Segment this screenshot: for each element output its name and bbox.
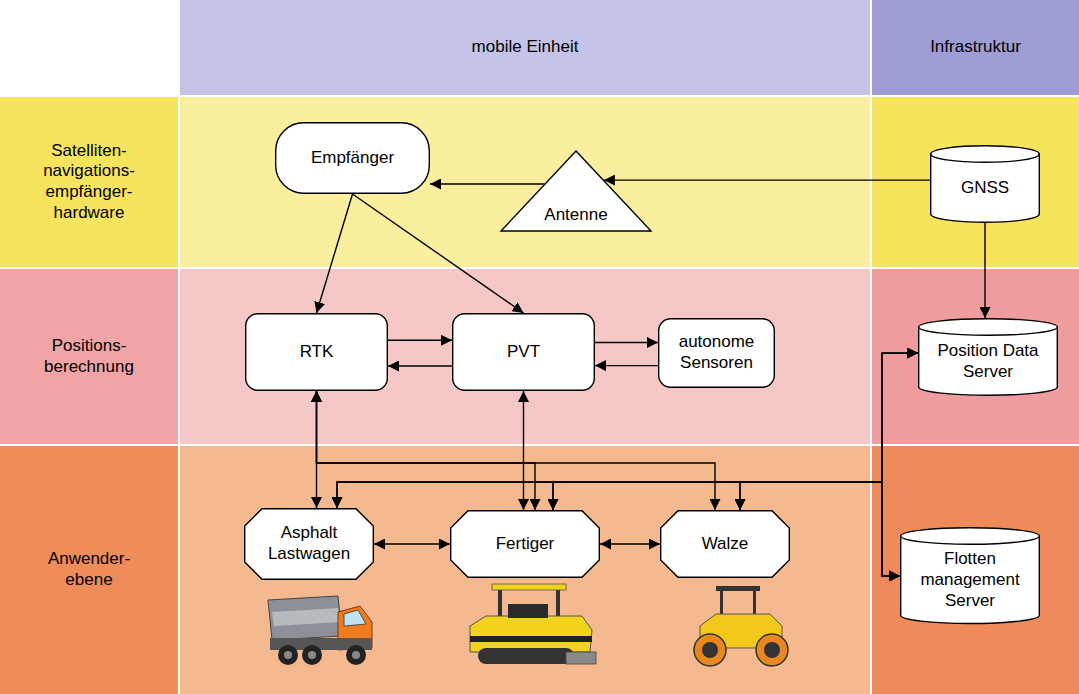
text-holder: mobile Einheit	[180, 0, 870, 95]
row-ground	[180, 446, 870, 694]
connector-arrow	[523, 391, 524, 510]
text-holder: Position Data Server	[918, 318, 1058, 396]
row-band: Positions- berechnung RTK PVT autonome Sens…	[0, 269, 1079, 444]
row-ground	[872, 97, 1079, 267]
connector-arrow	[317, 391, 536, 510]
receiver-box: Empfänger	[275, 122, 430, 194]
node-label: Asphalt Lastwagen	[258, 523, 360, 564]
roller-picture	[694, 586, 788, 666]
text-holder: Positions- berechnung	[0, 269, 178, 444]
server-cylinder: Flotten management Server	[900, 527, 1040, 624]
node-label: Walze	[702, 534, 749, 555]
text-holder: PVT	[452, 313, 595, 391]
text-holder: Anwender- ebene	[0, 446, 178, 694]
row-label: Satelliten- navigations- empfänger- hard…	[33, 141, 145, 224]
connector-arrow	[317, 194, 353, 313]
row-label-ground	[0, 269, 178, 444]
connector-arrow	[595, 365, 658, 366]
row-label-ground	[0, 97, 178, 267]
server-cylinder: GNSS	[930, 145, 1040, 223]
antenna-triangle: Antenne	[500, 150, 652, 232]
vehicle-octagon: Asphalt Lastwagen	[244, 508, 374, 580]
connector-arrow	[388, 340, 452, 341]
node-label: Position Data Server	[928, 341, 1048, 382]
node-label: Antenne	[544, 205, 607, 226]
node-label: autonome Sensoren	[668, 332, 765, 373]
connector-arrow	[353, 194, 524, 313]
column-header: mobile Einheit	[180, 0, 870, 95]
text-holder: Empfänger	[275, 122, 430, 194]
row-ground	[180, 97, 870, 267]
text-holder: Infrastruktur	[872, 0, 1079, 95]
node-label: Empfänger	[311, 148, 394, 169]
row-band: Satelliten- navigations- empfänger- hard…	[0, 97, 1079, 267]
connector-arrow	[600, 543, 660, 544]
text-holder: Walze	[660, 510, 790, 578]
row-ground	[180, 269, 870, 444]
column-label: mobile Einheit	[472, 37, 579, 58]
connector-arrow	[337, 482, 900, 576]
column-header: Infrastruktur	[872, 0, 1079, 95]
text-holder: Fertiger	[450, 510, 600, 578]
paver-picture	[470, 584, 596, 664]
text-holder: Flotten management Server	[900, 527, 1040, 624]
vehicle-octagon: Walze	[660, 510, 790, 578]
node-label: PVT	[507, 342, 540, 363]
truck-picture	[268, 596, 372, 665]
text-holder: RTK	[245, 313, 388, 391]
row-label: Positions- berechnung	[33, 336, 145, 377]
process-box: autonome Sensoren	[658, 318, 775, 388]
server-cylinder: Position Data Server	[918, 318, 1058, 396]
node-label: Fertiger	[496, 534, 555, 555]
text-holder: Satelliten- navigations- empfänger- hard…	[0, 97, 178, 267]
node-label: RTK	[300, 342, 334, 363]
connector-arrow	[317, 391, 716, 510]
row-ground	[872, 269, 1079, 444]
connector-arrow	[604, 179, 930, 180]
connector-arrow	[430, 183, 544, 184]
column-label: Infrastruktur	[930, 37, 1021, 58]
vehicle-octagon: Fertiger	[450, 510, 600, 578]
process-box: RTK	[245, 313, 388, 391]
row-band: Anwender- ebene Asphalt Lastwagen Fertiger…	[0, 446, 1079, 694]
row-label: Anwender- ebene	[33, 549, 145, 590]
connector-arrow	[337, 353, 918, 508]
connector-arrow	[595, 342, 658, 343]
connector-arrow	[374, 543, 450, 544]
row-ground	[872, 446, 1079, 694]
row-label-ground	[0, 446, 178, 694]
node-label: Flotten management Server	[910, 549, 1030, 611]
text-holder: GNSS	[930, 145, 1040, 223]
text-holder: Antenne	[500, 150, 652, 232]
text-holder: Asphalt Lastwagen	[244, 508, 374, 580]
text-holder: autonome Sensoren	[658, 318, 775, 388]
connector-arrow	[984, 223, 985, 318]
process-box: PVT	[452, 313, 595, 391]
connector-arrow	[388, 365, 452, 366]
node-label: GNSS	[961, 178, 1009, 199]
